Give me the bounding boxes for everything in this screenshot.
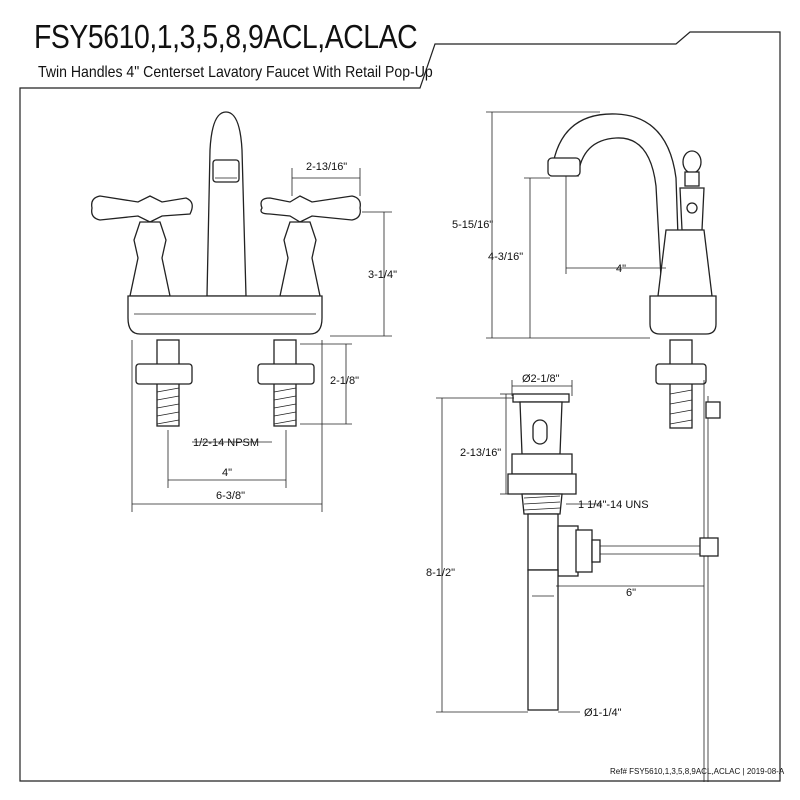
dim-handle-offset: 2-13/16" bbox=[306, 161, 347, 173]
dim-drain-thread: 1 1/4"-14 UNS bbox=[578, 499, 649, 511]
drain-dimension-lines bbox=[436, 380, 704, 713]
drain-assembly bbox=[507, 393, 719, 711]
faucet-side-view bbox=[547, 113, 721, 782]
faucet-front-view bbox=[91, 111, 361, 427]
dim-height-to-handle: 3-1/4" bbox=[368, 269, 397, 281]
dim-drain-flange-height: 2-13/16" bbox=[460, 447, 501, 459]
page-subtitle: Twin Handles 4" Centerset Lavatory Fauce… bbox=[38, 64, 433, 81]
drawing-frame bbox=[19, 31, 781, 782]
front-dimension-lines bbox=[131, 168, 392, 512]
page-title: FSY5610,1,3,5,8,9ACL,ACLAC bbox=[34, 18, 418, 55]
dim-pivot-rod: 6" bbox=[626, 587, 636, 599]
dim-spout-height: 5-15/16" bbox=[452, 219, 493, 231]
dim-spout-reach: 4" bbox=[616, 263, 626, 275]
dim-centers: 4" bbox=[222, 467, 232, 479]
dim-spout-clearance: 4-3/16" bbox=[488, 251, 523, 263]
dim-drain-overall: 8-1/2" bbox=[426, 567, 455, 579]
dim-tailpiece-diameter: Ø1-1/4" bbox=[584, 707, 622, 719]
dim-drain-diameter: Ø2-1/8" bbox=[522, 373, 560, 385]
reference-footer: Ref# FSY5610,1,3,5,8,9ACL,ACLAC | 2019-0… bbox=[610, 767, 785, 776]
dim-shank-length: 2-1/8" bbox=[330, 375, 359, 387]
dim-overall-width: 6-3/8" bbox=[216, 490, 245, 502]
side-dimension-lines bbox=[486, 111, 666, 339]
dim-thread: 1/2-14 NPSM bbox=[193, 437, 259, 449]
